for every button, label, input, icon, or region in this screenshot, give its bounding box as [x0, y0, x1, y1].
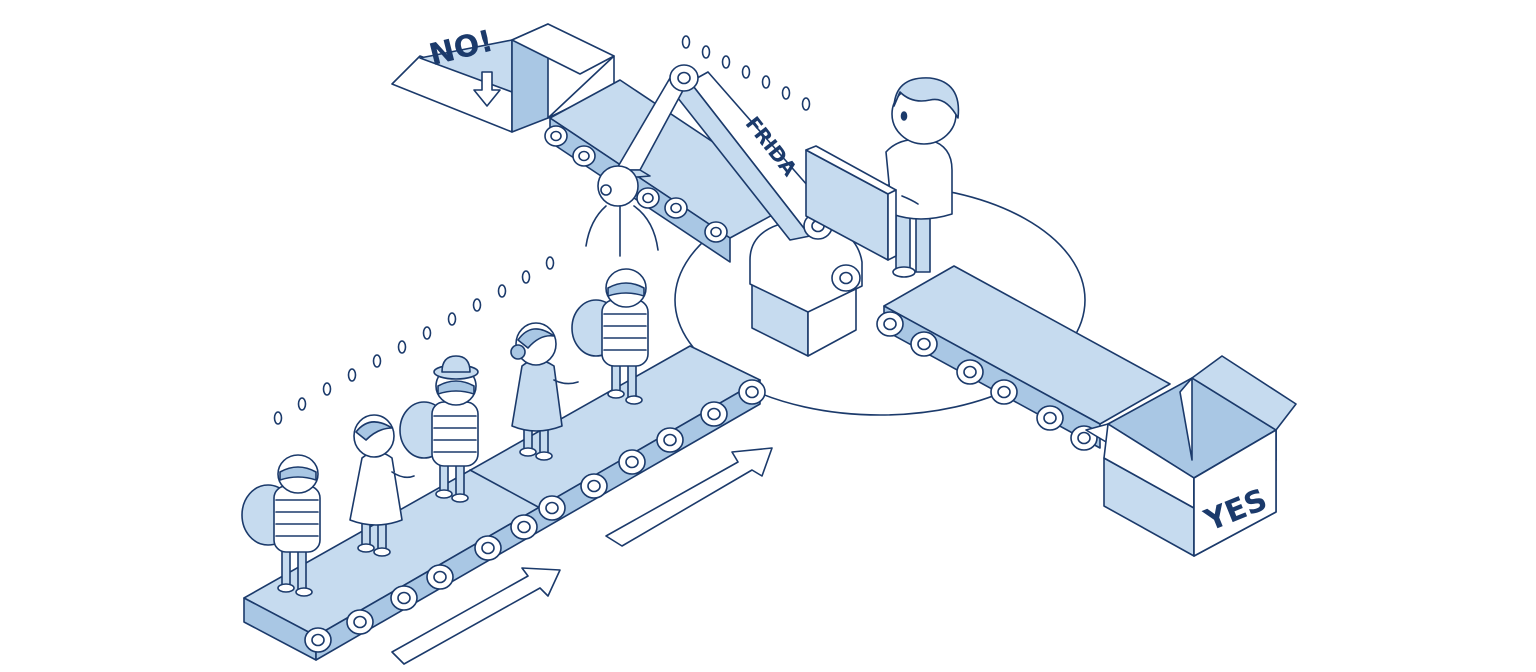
roller	[538, 495, 566, 521]
person-masked-2	[571, 268, 649, 405]
roller	[669, 64, 699, 92]
reject-bin: NO!	[391, 23, 615, 133]
roller	[704, 221, 728, 243]
robot-frida: FRIDA	[585, 64, 863, 357]
back-conveyor	[544, 79, 801, 263]
roller	[656, 427, 684, 453]
roller	[544, 125, 568, 147]
person-masked-hat	[399, 355, 479, 503]
front-conveyor-rollers	[304, 379, 766, 653]
monitor	[805, 145, 897, 261]
roller	[636, 187, 660, 209]
roller	[304, 627, 332, 653]
accept-bin: YES	[1085, 355, 1297, 557]
person-girl-1	[349, 414, 415, 557]
roller	[831, 264, 861, 292]
roller	[580, 473, 608, 499]
person-masked-1	[241, 454, 321, 597]
front-conveyor	[243, 345, 766, 661]
operator	[885, 77, 960, 278]
roller	[910, 331, 938, 357]
roller	[738, 379, 766, 405]
roller	[390, 585, 418, 611]
roller	[956, 359, 984, 385]
roller	[990, 379, 1018, 405]
back-conveyor-rollers	[544, 125, 728, 243]
roller	[426, 564, 454, 590]
isometric-right-arrow-icon	[391, 567, 561, 665]
roller	[700, 401, 728, 427]
roller	[346, 609, 374, 635]
accept-conveyor-rollers	[876, 311, 1098, 451]
isometric-right-arrow-icon	[605, 447, 773, 547]
roller	[510, 514, 538, 540]
dotted-trail-queue	[273, 256, 555, 425]
roller	[474, 535, 502, 561]
accept-conveyor	[876, 265, 1171, 451]
person-girl-2	[510, 322, 579, 461]
roller	[1036, 405, 1064, 431]
dotted-trail-top	[681, 35, 811, 111]
down-arrow-icon	[473, 71, 501, 107]
roller	[876, 311, 904, 337]
roller	[618, 449, 646, 475]
roller	[572, 145, 596, 167]
roller	[664, 197, 688, 219]
